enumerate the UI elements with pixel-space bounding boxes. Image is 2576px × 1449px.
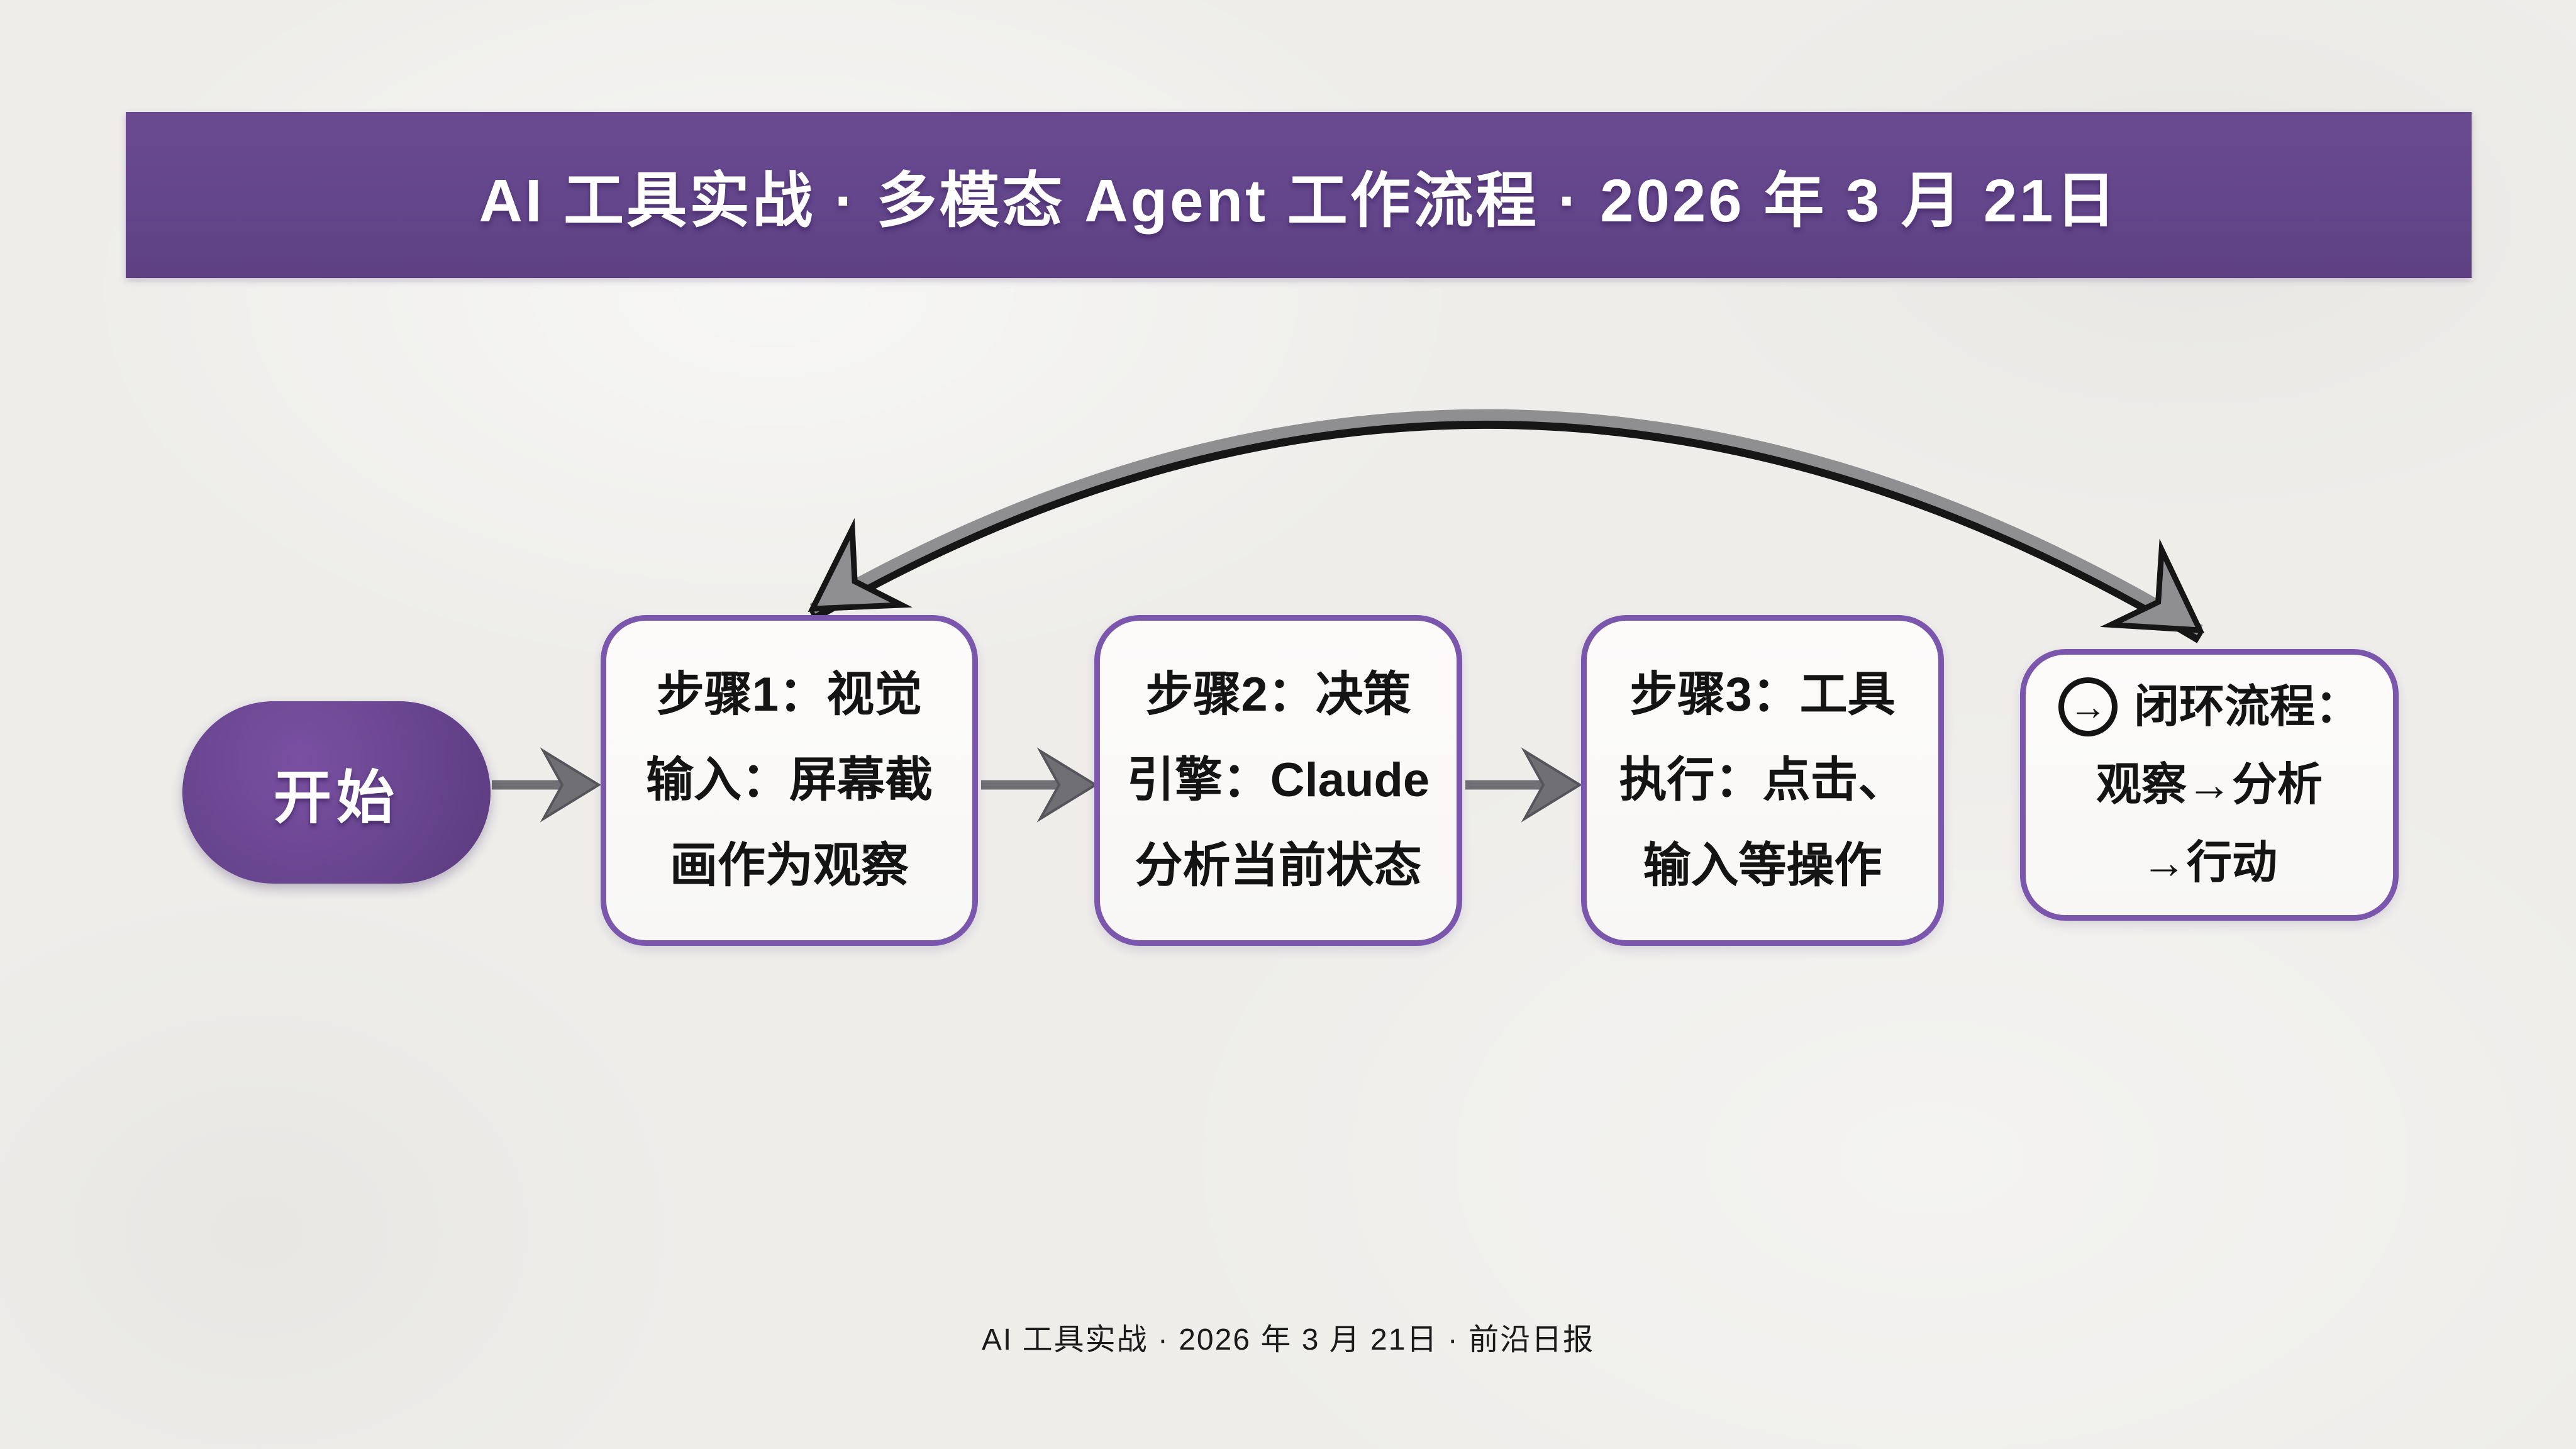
loop-line-1: → 闭环流程： — [2058, 668, 2360, 746]
header-banner: AI 工具实战 · 多模态 Agent 工作流程 · 2026 年 3 月 21… — [126, 112, 2472, 278]
step-2-line-1: 步骤2：决策 — [1145, 668, 1411, 721]
page-title: AI 工具实战 · 多模态 Agent 工作流程 · 2026 年 3 月 21… — [479, 167, 2119, 235]
step-3-line-3: 输入等操作 — [1643, 839, 1882, 892]
circle-right-arrow-icon: → — [2058, 677, 2118, 736]
feedback-loop-arrow — [808, 409, 2205, 643]
feedback-arrowhead-left — [808, 518, 913, 612]
step-1-line-1: 步骤1：视觉 — [656, 668, 923, 721]
step-box-2: 步骤2：决策 引擎：Claude 分析当前状态 — [1094, 615, 1462, 946]
connector-arrow-step1-step2 — [981, 747, 1098, 823]
step-2-line-2: 引擎：Claude — [1126, 753, 1430, 807]
connector-arrow-step2-step3 — [1465, 747, 1582, 823]
start-node-label: 开始 — [273, 765, 399, 830]
footer-caption: AI 工具实战 · 2026 年 3 月 21日 · 前沿日报 — [981, 1323, 1595, 1357]
loop-line-2: 观察→分析 — [2096, 760, 2323, 810]
step-3-line-1: 步骤3：工具 — [1629, 668, 1896, 721]
loop-line-3: →行动 — [2141, 838, 2277, 888]
start-node: 开始 — [182, 701, 491, 884]
step-2-line-3: 分析当前状态 — [1135, 839, 1422, 892]
step-3-line-2: 执行：点击、 — [1619, 753, 1906, 807]
connector-arrow-start-step1 — [492, 747, 601, 823]
step-1-line-2: 输入：屏幕截 — [646, 753, 933, 807]
step-box-1: 步骤1：视觉 输入：屏幕截 画作为观察 — [601, 615, 978, 946]
step-box-3: 步骤3：工具 执行：点击、 输入等操作 — [1581, 615, 1944, 946]
feedback-arrowhead-right — [2100, 538, 2205, 633]
loop-box: → 闭环流程： 观察→分析 →行动 — [2020, 649, 2399, 921]
step-1-line-3: 画作为观察 — [670, 839, 909, 892]
loop-line-1-text: 闭环流程： — [2133, 682, 2360, 732]
